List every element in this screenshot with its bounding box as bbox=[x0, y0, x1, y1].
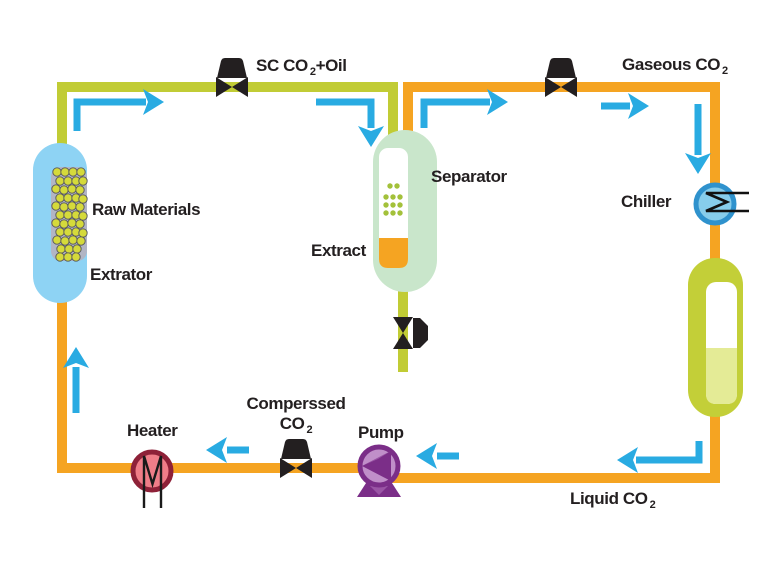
extract-particles-icon bbox=[383, 183, 403, 216]
raw-material-particles-icon bbox=[51, 167, 88, 262]
flow-arrow-into-heater bbox=[206, 437, 249, 463]
label-separator: Separator bbox=[431, 167, 507, 186]
label-extract: Extract bbox=[311, 241, 366, 260]
flow-arrow-into-separator bbox=[316, 98, 384, 147]
flow-arrow-gaseous bbox=[601, 93, 649, 119]
chiller-icon bbox=[693, 182, 749, 226]
flow-arrow-liquid bbox=[617, 441, 703, 473]
label-chiller: Chiller bbox=[621, 192, 672, 211]
stored-liquid bbox=[706, 348, 737, 404]
valve-extract-drain-icon bbox=[393, 317, 428, 349]
flow-arrow-into-pump bbox=[416, 443, 459, 469]
extractor-vessel bbox=[33, 143, 88, 303]
label-heater: Heater bbox=[127, 421, 178, 440]
liquid-co2-storage-vessel bbox=[688, 258, 743, 417]
extract-liquid bbox=[379, 238, 408, 268]
heater-icon bbox=[130, 449, 174, 508]
pipe-co2-recycle-line bbox=[57, 82, 720, 483]
pump-icon bbox=[357, 444, 401, 497]
valve-gaseous-co2-icon bbox=[545, 58, 577, 97]
flow-arrow-separator-out bbox=[420, 89, 508, 128]
pipe-sc-co2-line bbox=[57, 82, 408, 372]
flow-arrow-into-chiller bbox=[685, 104, 711, 174]
valve-compressed-co2-icon bbox=[280, 439, 312, 478]
label-raw-materials: Raw Materials bbox=[92, 200, 201, 219]
flow-arrow-up-to-extractor bbox=[63, 347, 89, 413]
valve-sc-co2-icon bbox=[216, 58, 248, 97]
flow-arrow-extractor-out bbox=[73, 89, 164, 131]
separator-vessel bbox=[373, 130, 437, 292]
label-extractor: Extrator bbox=[90, 265, 152, 284]
label-pump: Pump bbox=[358, 423, 404, 442]
